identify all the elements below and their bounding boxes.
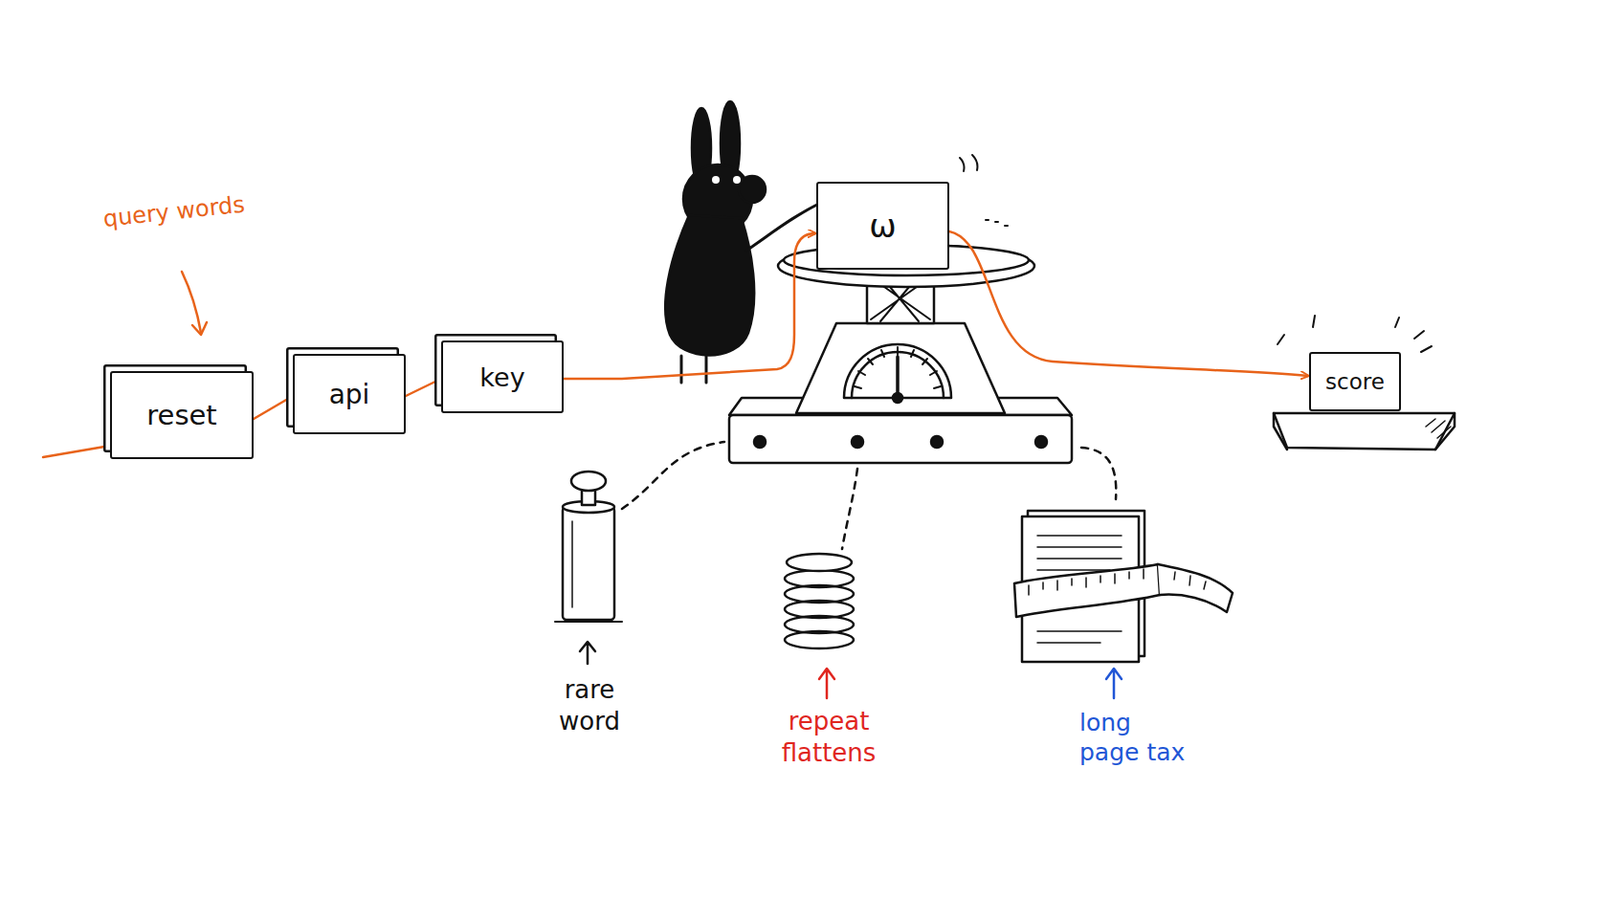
drawing-path: [579, 642, 596, 665]
node-text: score: [1325, 369, 1385, 395]
drawing-path: [819, 668, 835, 699]
drawing-path: [181, 271, 201, 334]
flow-connector: [563, 233, 816, 379]
node-text: reset: [146, 399, 217, 432]
drawing-circle: [711, 176, 720, 184]
weight-label: repeat flattens: [761, 706, 896, 769]
drawing-path: [192, 322, 207, 335]
drawing-g: [43, 101, 1455, 699]
drawing-path: [985, 220, 1008, 226]
drawing-circle: [1035, 436, 1047, 448]
node-text: ω: [868, 206, 896, 245]
drawing-path: [665, 215, 755, 356]
weight-label: long page tax: [1079, 708, 1197, 769]
drawing-g: [665, 101, 766, 356]
drawing-line: [895, 356, 900, 399]
drawing-rect: [562, 507, 615, 621]
drawing-ellipse: [786, 554, 852, 572]
drawing-path: [571, 521, 574, 608]
drawing-path: [1081, 447, 1116, 500]
weight-label: rare word: [545, 674, 634, 737]
drawing-circle: [738, 176, 766, 203]
node-text: key: [479, 362, 525, 393]
drawing-circle: [733, 176, 741, 184]
drawing-ellipse: [571, 471, 606, 491]
drawing-polygon: [796, 323, 1005, 414]
drawing-path: [746, 202, 822, 251]
drawing-path: [844, 344, 952, 399]
drawing-path: [43, 445, 111, 458]
drawing-path: [555, 621, 623, 623]
drawing-circle: [931, 436, 943, 448]
drawing-path: [681, 355, 707, 383]
score-card: score: [1309, 352, 1401, 412]
drawing-path: [842, 468, 858, 550]
drawing-rect: [729, 415, 1072, 464]
drawing-circle: [754, 436, 766, 448]
drawing-path: [1157, 564, 1233, 613]
drawing-path: [1014, 564, 1160, 618]
query-word-box: reset: [110, 371, 254, 460]
drawing-circle: [892, 393, 903, 403]
drawing-path: [1277, 315, 1432, 353]
flow-connector: [949, 231, 1309, 377]
drawing-path: [1028, 569, 1206, 596]
flow-connector: [253, 396, 293, 420]
query-word-box: api: [292, 354, 406, 435]
drawing-circle: [851, 436, 864, 448]
flow-connector: [405, 378, 442, 397]
callout-label: query words: [101, 184, 295, 234]
node-text: api: [329, 378, 371, 411]
drawing-ellipse: [784, 570, 854, 588]
drawing-path: [1273, 413, 1455, 450]
drawing-path: [1425, 419, 1451, 439]
drawing-path: [622, 442, 725, 510]
drawing-path: [1106, 668, 1122, 699]
drawing-polygon: [1273, 413, 1455, 450]
drawing-path: [959, 155, 978, 172]
weighed-block: ω: [816, 181, 950, 270]
query-word-box: key: [441, 340, 564, 414]
